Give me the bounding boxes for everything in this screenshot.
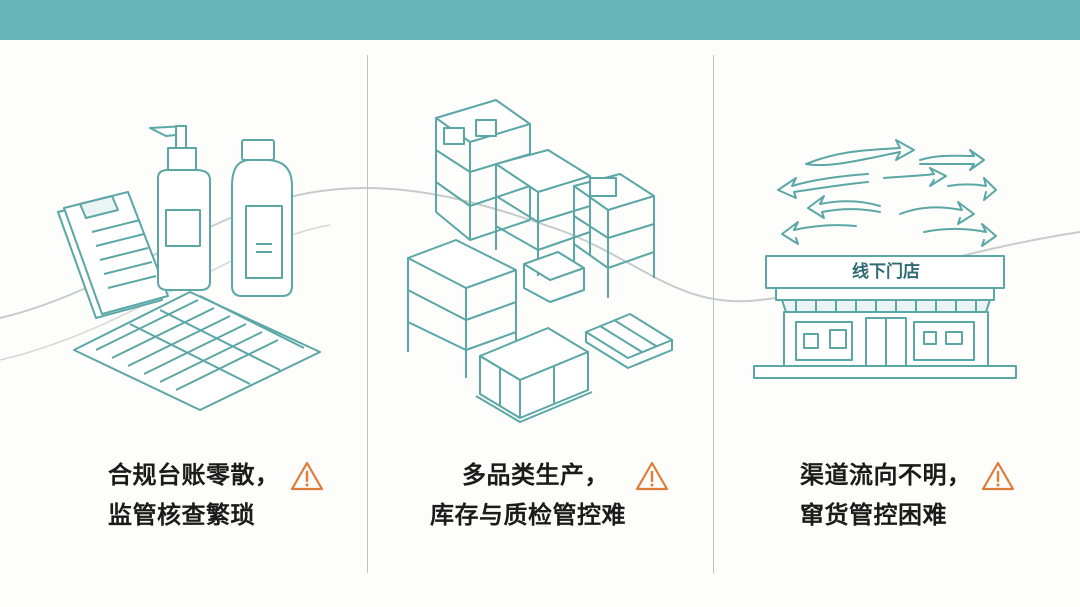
panel-1-caption-line1: 合规台账零散，: [108, 461, 280, 489]
flow-arrows-icon: [777, 139, 997, 247]
ledger-sheet-icon: [73, 291, 321, 411]
store-front-icon: [753, 255, 1017, 379]
divider-left: [367, 55, 368, 573]
small-pallet-icon: [523, 251, 585, 303]
panel-3-caption-line2: 窜货管控困难: [800, 501, 947, 529]
panel-1-caption-line2: 监管核查繁琐: [108, 501, 255, 529]
shelf-rack-icon: [573, 173, 655, 298]
store-sign-label: 线下门店: [852, 262, 920, 282]
warning-triangle-icon: [635, 461, 669, 491]
warning-triangle-icon: [290, 461, 324, 491]
warning-triangle-icon: [981, 461, 1015, 491]
panel-3-caption: 渠道流向不明， 窜货管控困难: [800, 455, 972, 535]
panel-3-caption-line1: 渠道流向不明，: [800, 461, 972, 489]
panel-1-caption: 合规台账零散， 监管核查繁琐: [108, 455, 280, 535]
pallet-icon: [585, 313, 673, 369]
pallet-boxes-icon: [475, 327, 593, 423]
panel-2-caption-line1: 多品类生产，: [462, 461, 609, 489]
clipboard-icon: [57, 191, 169, 319]
divider-right: [713, 55, 714, 573]
panel-2-caption-line2: 库存与质检管控难: [430, 501, 626, 529]
panel-2-caption: 多品类生产， 库存与质检管控难: [430, 455, 626, 535]
shelf-rack-icon: [495, 149, 591, 276]
shelf-rack-icon: [407, 239, 517, 378]
cap-bottle-icon: [231, 139, 293, 297]
pump-bottle-icon: [149, 125, 211, 291]
shelf-rack-icon: [435, 99, 531, 241]
top-banner: [0, 0, 1080, 40]
